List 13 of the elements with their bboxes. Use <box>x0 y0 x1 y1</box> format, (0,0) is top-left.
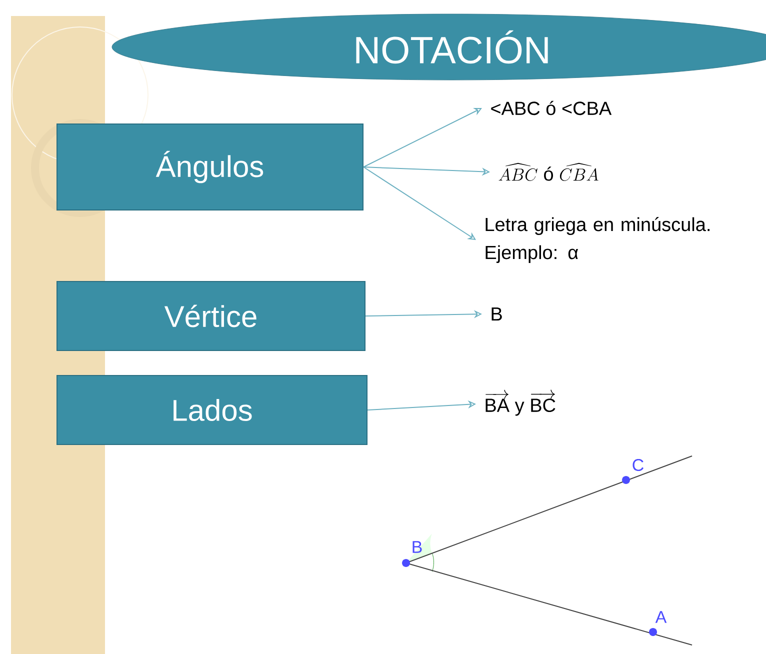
ellipse-title: NOTACIÓN <box>112 14 766 80</box>
notation-text: Letra griega en minúscula. Ejemplo: α <box>486 217 710 263</box>
category-box: Ángulos <box>56 124 364 210</box>
point-label: A <box>655 611 667 623</box>
point-label: C <box>632 458 644 472</box>
point-label: B <box>412 541 422 553</box>
category-box: Lados <box>56 375 368 445</box>
category-box: Vértice <box>56 281 366 351</box>
notation-formula: $\overrightarrow{\mathsf{BA}}\ \text{y}\ \overrightarrow{\mathsf{BC}}$ <box>486 390 556 416</box>
notation-text: <ABC ó <CBA <box>491 100 612 116</box>
arrow <box>363 166 476 240</box>
notation-text: B <box>492 307 502 321</box>
notation-formula: $\widehat{ABC}\ \text{ó}\ \widehat{CBA}$ <box>498 162 598 181</box>
